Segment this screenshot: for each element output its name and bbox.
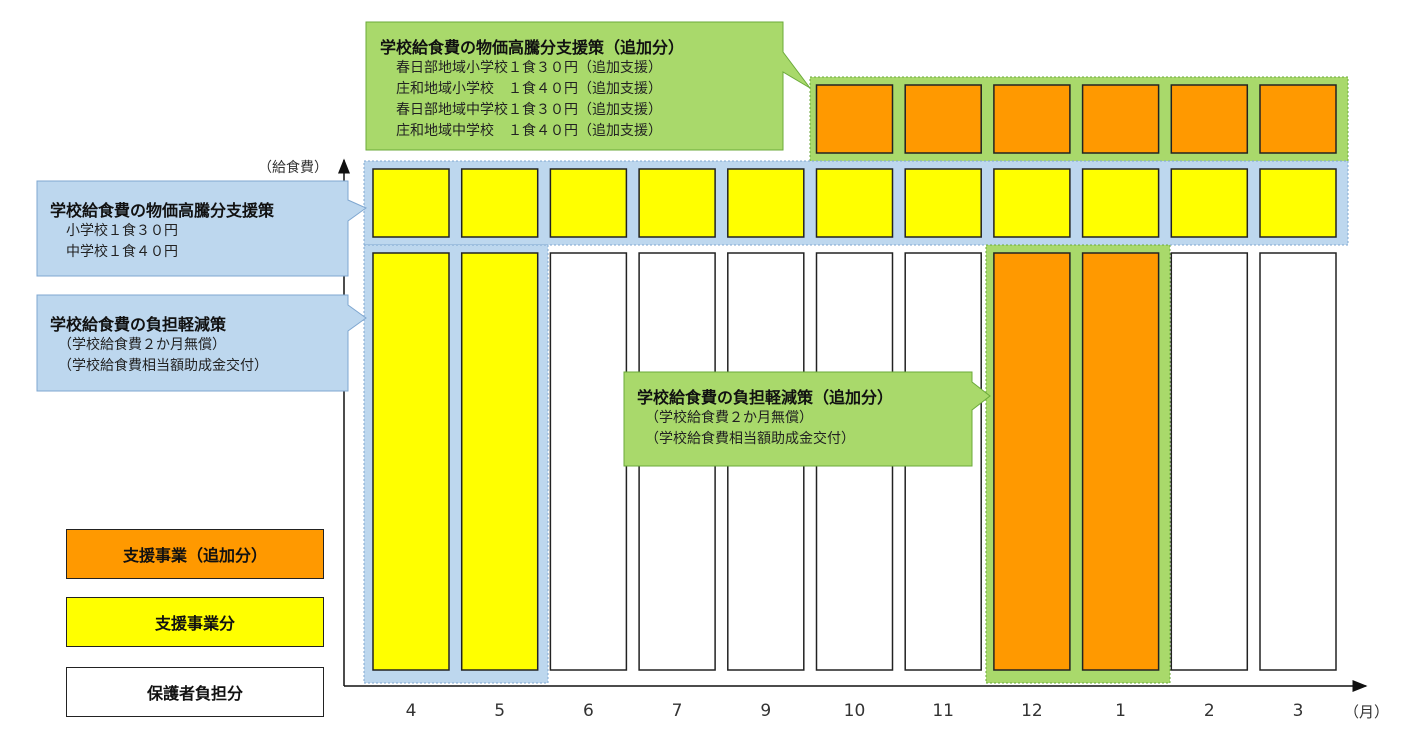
callout-burden-additional-shape <box>623 371 991 467</box>
callout-line: （学校給食費相当額助成金交付） <box>645 431 855 447</box>
bar-top-11 <box>904 84 982 154</box>
month-label-3: 3 <box>1292 701 1304 721</box>
callout-burden-shape <box>36 294 367 392</box>
bar-top-10 <box>815 84 894 154</box>
month-label-2: 2 <box>1203 701 1215 721</box>
bar-top-1 <box>1081 84 1160 154</box>
bar-top-2 <box>1170 84 1249 154</box>
bar-mid-9 <box>727 168 805 238</box>
month-label-12: 12 <box>1021 701 1043 721</box>
bar-mid-2 <box>1170 168 1249 238</box>
bar-base-2 <box>1170 252 1249 671</box>
callout-line: （学校給食費２か月無償） <box>58 337 226 353</box>
month-label-7: 7 <box>671 701 683 721</box>
bar-mid-1 <box>1081 168 1160 238</box>
bar-base-5 <box>460 252 539 671</box>
callout-line: 小学校１食３０円 <box>66 223 178 239</box>
bar-mid-12 <box>993 168 1071 238</box>
bar-mid-4 <box>372 168 450 238</box>
callout-line: 春日部地域小学校１食３０円（追加支援） <box>396 60 662 76</box>
callout-line: 庄和地域小学校 １食４０円（追加支援） <box>396 81 662 97</box>
callout-price-shape <box>36 180 367 277</box>
bar-base-3 <box>1259 252 1337 671</box>
month-label-11: 11 <box>932 701 954 721</box>
bar-mid-11 <box>904 168 982 238</box>
month-label-1: 1 <box>1115 701 1126 721</box>
callout-line: （学校給食費相当額助成金交付） <box>58 358 268 374</box>
bar-mid-3 <box>1259 168 1337 238</box>
bar-top-3 <box>1259 84 1337 154</box>
bar-mid-7 <box>638 168 716 238</box>
callout-title: 学校給食費の負担軽減策 <box>50 315 227 334</box>
bar-base-4 <box>372 252 450 671</box>
legend-additional: 支援事業（追加分） <box>66 529 324 579</box>
month-label-10: 10 <box>843 701 866 721</box>
bar-columns <box>372 84 1337 671</box>
legend-support: 支援事業分 <box>66 597 324 647</box>
callout-line: 庄和地域中学校 １食４０円（追加支援） <box>396 123 662 139</box>
legend-guardian: 保護者負担分 <box>66 667 324 717</box>
callout-price-additional: 学校給食費の物価高騰分支援策（追加分） 春日部地域小学校１食３０円（追加支援） … <box>380 34 684 142</box>
price-additional-panel <box>809 76 1349 162</box>
y-axis-label: （給食費） <box>258 160 328 176</box>
callout-line: （学校給食費２か月無償） <box>645 410 813 426</box>
bar-top-12 <box>993 84 1071 154</box>
bar-base-1 <box>1081 252 1160 671</box>
bar-base-12 <box>993 252 1071 671</box>
bar-base-6 <box>549 252 628 671</box>
bar-mid-5 <box>460 168 539 238</box>
month-label-4: 4 <box>405 701 417 721</box>
callout-line: 中学校１食４０円 <box>66 244 178 260</box>
month-label-5: 5 <box>494 701 506 721</box>
callout-burden-additional: 学校給食費の負担軽減策（追加分） （学校給食費２か月無償） （学校給食費相当額助… <box>637 384 893 450</box>
bar-mid-10 <box>815 168 894 238</box>
callout-price: 学校給食費の物価高騰分支援策 小学校１食３０円 中学校１食４０円 <box>50 197 274 263</box>
callout-price-additional-shape <box>365 21 811 151</box>
callout-burden: 学校給食費の負担軽減策 （学校給食費２か月無償） （学校給食費相当額助成金交付） <box>50 311 268 377</box>
callout-title: 学校給食費の物価高騰分支援策（追加分） <box>380 38 685 57</box>
month-label-6: 6 <box>582 701 594 721</box>
x-axis-unit: （月） <box>1344 703 1390 721</box>
bar-mid-6 <box>549 168 628 238</box>
callout-title: 学校給食費の負担軽減策（追加分） <box>637 388 894 407</box>
callout-title: 学校給食費の物価高騰分支援策 <box>50 201 275 220</box>
month-label-9: 9 <box>760 701 772 721</box>
callout-line: 春日部地域中学校１食３０円（追加支援） <box>396 102 662 118</box>
